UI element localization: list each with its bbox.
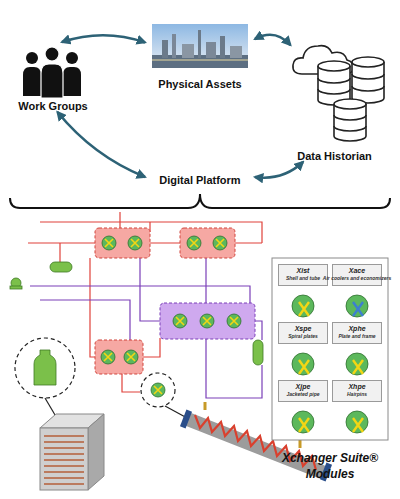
- node-subtitle: Hairpins: [305, 392, 400, 397]
- refinery-photo: [152, 24, 248, 68]
- node-subtitle: Plate and frame: [305, 334, 400, 339]
- node-title: Xchanger Suite® Modules: [278, 450, 382, 482]
- node-title: Work Groups: [18, 100, 87, 112]
- module-icon: [292, 295, 368, 433]
- node-title: Physical Assets: [158, 78, 241, 90]
- historian-node: Data Historian: [282, 45, 387, 162]
- module-card: XjpeJacketed pipe: [278, 380, 328, 402]
- node-title: Data Historian: [297, 150, 372, 162]
- group-node: Work Groups: [8, 42, 98, 112]
- module-card: XphePlate and frame: [332, 322, 382, 344]
- module-panel: Xchanger Suite® Modules XistShell and tub…: [272, 258, 388, 484]
- cycle-arrow: [58, 112, 146, 177]
- platform-node: Digital Platform: [145, 168, 255, 186]
- module-card: XspeSpiral plates: [278, 322, 328, 344]
- asset-node: Physical Assets: [145, 22, 255, 90]
- box-exchanger-drawing: [40, 414, 104, 490]
- callout-circle: [15, 338, 175, 407]
- module-card: XistShell and tube: [278, 264, 328, 286]
- vessel-symbol: [10, 262, 263, 365]
- node-title: Digital Platform: [159, 174, 240, 186]
- brace: [10, 194, 390, 208]
- leader-line: [45, 398, 200, 425]
- node-subtitle: Air coolers and economizers: [305, 276, 400, 281]
- bottle-symbol: [34, 350, 56, 385]
- node-title: Xace: [305, 267, 400, 275]
- exchanger-group: [95, 228, 255, 374]
- people-icon: [23, 47, 81, 98]
- module-panel-frame: [272, 258, 388, 440]
- process-lines: [28, 212, 262, 398]
- heat-exchanger-symbol: [101, 236, 241, 397]
- cycle-arrow: [62, 35, 145, 42]
- node-title: Xphe: [305, 325, 400, 333]
- node-title: Xhpe: [305, 383, 400, 391]
- cycle-arrow: [255, 35, 290, 45]
- module-card: XaceAir coolers and economizers: [332, 264, 382, 286]
- module-card: XhpeHairpins: [332, 380, 382, 402]
- cycle-arrow: [255, 162, 303, 178]
- database-icon: [293, 46, 384, 141]
